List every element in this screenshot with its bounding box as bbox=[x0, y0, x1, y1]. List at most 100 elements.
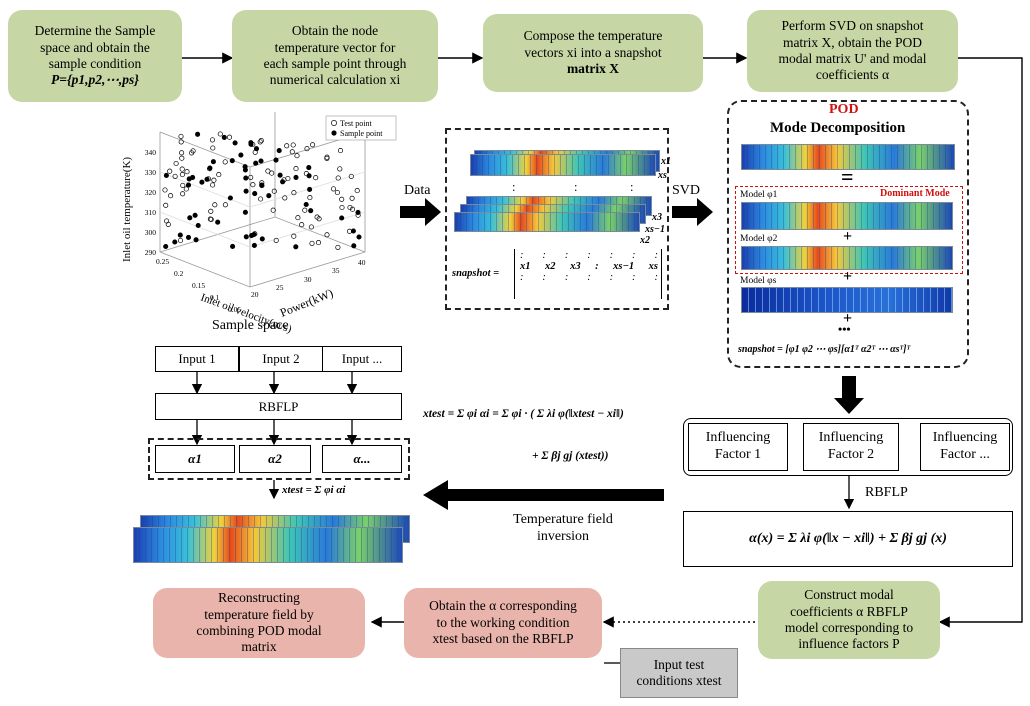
z-tick: 310 bbox=[145, 208, 157, 217]
test-point bbox=[226, 134, 233, 140]
step7-line3: combining POD modal bbox=[196, 623, 322, 638]
test-point bbox=[339, 204, 345, 211]
sample-point bbox=[215, 219, 221, 225]
step4-line4: coefficients α bbox=[815, 67, 890, 83]
mode-2-label: Model φ2 bbox=[740, 234, 778, 244]
sample-point bbox=[230, 243, 236, 249]
sample-point bbox=[185, 182, 192, 188]
test-point bbox=[349, 195, 355, 201]
sample-point bbox=[243, 188, 249, 194]
snapshot-panel bbox=[445, 128, 669, 310]
test-point bbox=[222, 202, 228, 208]
sample-point bbox=[259, 236, 265, 242]
mdot: : bbox=[564, 250, 569, 261]
pod-ellipsis: ••• bbox=[838, 322, 851, 336]
mdot: : bbox=[609, 250, 614, 261]
factors-group bbox=[683, 418, 1013, 476]
sample-point bbox=[273, 157, 279, 163]
test-point bbox=[162, 187, 168, 193]
sample-point bbox=[163, 172, 169, 178]
test-point bbox=[270, 207, 276, 213]
test-point bbox=[339, 196, 345, 202]
factor-2-line1: Influencing bbox=[818, 430, 884, 446]
test-point bbox=[173, 160, 179, 167]
step3-line3: matrix X bbox=[566, 61, 620, 77]
test-point bbox=[289, 149, 295, 155]
test-point bbox=[303, 171, 309, 177]
mvar: xs bbox=[648, 261, 658, 272]
z-tick: 340 bbox=[145, 148, 157, 157]
mdot: : bbox=[564, 272, 569, 283]
test-point bbox=[165, 221, 171, 227]
z-tick: 320 bbox=[145, 188, 157, 197]
data-thick-arrow bbox=[400, 198, 441, 226]
test-point bbox=[180, 191, 186, 197]
test-point bbox=[257, 139, 263, 145]
test-point bbox=[250, 182, 256, 188]
snapshot-side-label: xs bbox=[658, 170, 667, 181]
snapshot-dots-3: : bbox=[630, 180, 634, 194]
factor-1-box: Influencing Factor 1 bbox=[688, 423, 788, 471]
test-point bbox=[248, 174, 254, 180]
test-point bbox=[348, 173, 354, 179]
y-tick: 0.2 bbox=[174, 269, 184, 278]
sample-point bbox=[307, 186, 313, 192]
sample-point bbox=[308, 208, 314, 214]
mdot: : bbox=[654, 250, 658, 261]
test-point bbox=[335, 175, 341, 181]
factor-2-line2: Factor 2 bbox=[827, 447, 875, 462]
y-tick: 0.25 bbox=[156, 257, 169, 266]
sample-point bbox=[293, 244, 299, 250]
xtest-sum-eq: xtest = Σ φi αi bbox=[282, 484, 346, 496]
factor-1-line1: Influencing bbox=[705, 430, 771, 446]
x-tick: 35 bbox=[332, 266, 340, 275]
snapshot-field-5 bbox=[454, 212, 640, 232]
alpha-1-box: α1 bbox=[155, 445, 235, 473]
input-1-box: Input 1 bbox=[155, 346, 239, 372]
center-equation-line1: xtest = Σ φi αi = Σ φi · ( Σ λi φ(‖xtest… bbox=[423, 408, 624, 420]
test-point bbox=[210, 182, 216, 188]
test-point bbox=[302, 207, 308, 213]
step5-line4: influence factors P bbox=[798, 636, 900, 652]
test-point bbox=[205, 176, 212, 182]
factor-2-box: Influencing Factor 2 bbox=[803, 423, 899, 471]
mdot: : bbox=[520, 272, 524, 283]
sample-point bbox=[190, 174, 196, 180]
test-point bbox=[179, 150, 185, 156]
rbflp-left-box: RBFLP bbox=[155, 393, 402, 420]
sample-point bbox=[251, 242, 257, 248]
test-point bbox=[259, 183, 265, 189]
pod-equals: = bbox=[841, 164, 854, 189]
dominant-mode-label: Dominant Mode bbox=[880, 188, 950, 199]
y-tick: 0.1 bbox=[210, 293, 220, 302]
sample-point bbox=[243, 234, 249, 240]
test-point bbox=[273, 237, 279, 243]
step-reconstruct-field: Reconstructing temperature field by comb… bbox=[153, 588, 365, 658]
step4-line2: matrix X, obtain the POD bbox=[782, 34, 923, 50]
z-axis-label: Inlet oil temperature(K) bbox=[121, 157, 133, 262]
test-point bbox=[330, 186, 337, 192]
test-point bbox=[222, 159, 228, 165]
pod-panel bbox=[727, 100, 969, 368]
sample-point bbox=[306, 165, 312, 171]
sample-space-caption: Sample space bbox=[212, 318, 289, 333]
test-point bbox=[285, 175, 291, 182]
step2-line1: Obtain the node bbox=[291, 23, 379, 39]
test-point bbox=[216, 172, 222, 178]
test-point bbox=[337, 166, 343, 172]
sample-point bbox=[293, 174, 299, 180]
test-point bbox=[335, 244, 341, 250]
test-point bbox=[294, 153, 300, 159]
step-obtain-alpha: Obtain the α corresponding to the workin… bbox=[404, 588, 602, 658]
alpha-2-box: α2 bbox=[239, 445, 311, 473]
step3-line2: vectors xi into a snapshot bbox=[524, 44, 662, 60]
sample-point bbox=[252, 191, 258, 197]
test-point bbox=[179, 172, 185, 178]
alpha-more-box: α... bbox=[322, 445, 402, 473]
test-point bbox=[252, 149, 258, 155]
sample-point bbox=[192, 212, 198, 218]
test-point bbox=[337, 148, 344, 154]
x-tick: 20 bbox=[251, 290, 259, 299]
legend-test-point: Test point bbox=[340, 119, 372, 128]
snapshot-side-label: x2 bbox=[640, 235, 650, 246]
